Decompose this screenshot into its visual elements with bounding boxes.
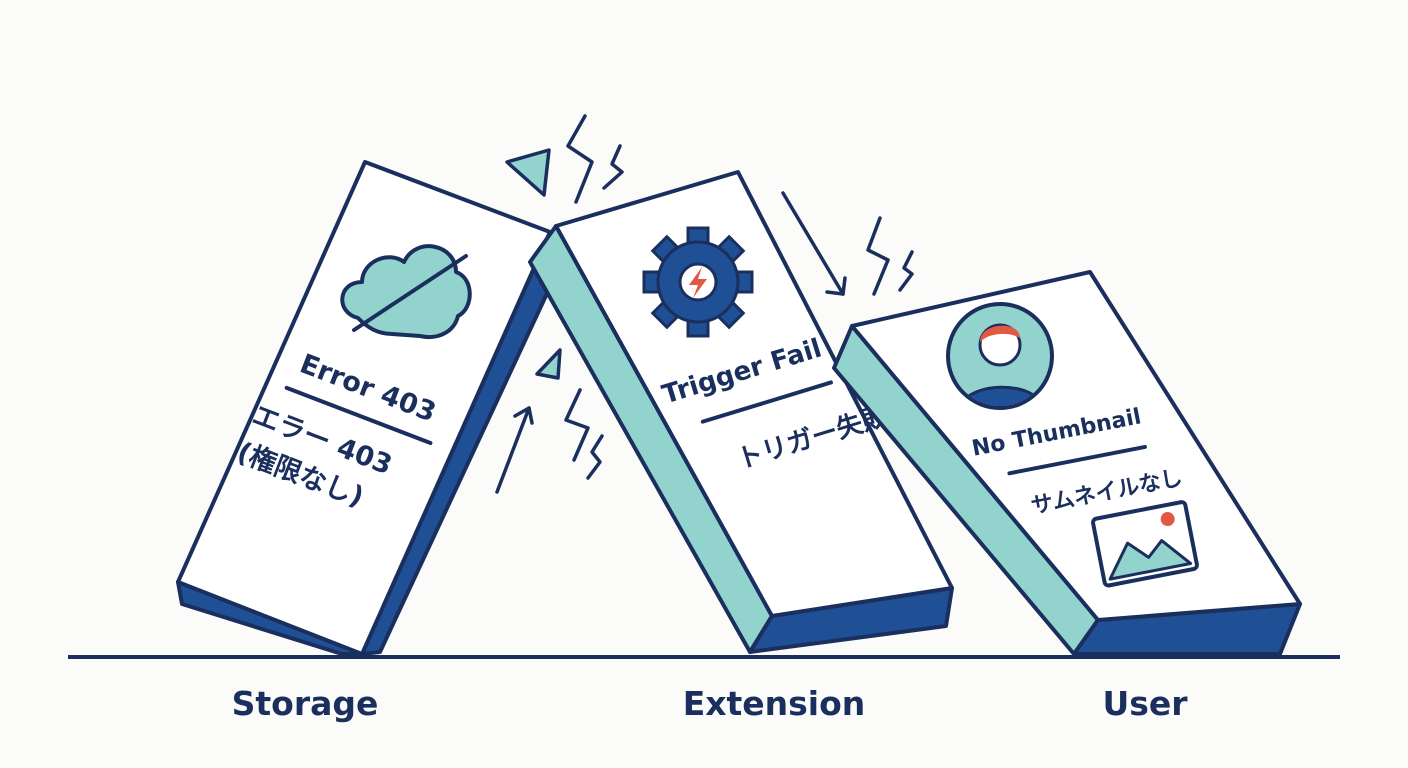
cloud-slash-icon xyxy=(340,244,472,339)
domino-storage: Error 403 エラー 403 (権限なし) xyxy=(176,160,559,656)
label-extension: Extension xyxy=(683,684,866,723)
user-avatar-icon xyxy=(946,302,1054,410)
domino-user: No Thumbnail サムネイルなし xyxy=(832,270,1302,656)
arrow-down-icon xyxy=(781,191,847,296)
label-user: User xyxy=(1102,684,1188,723)
impact-marks xyxy=(505,114,914,480)
gear-lightning-icon xyxy=(642,226,754,338)
arrow-up-icon xyxy=(495,406,534,494)
domino-extension: Trigger Fail トリガー失敗 xyxy=(528,170,954,654)
image-icon xyxy=(1091,500,1199,588)
label-storage: Storage xyxy=(232,684,379,723)
arrows xyxy=(495,191,847,494)
